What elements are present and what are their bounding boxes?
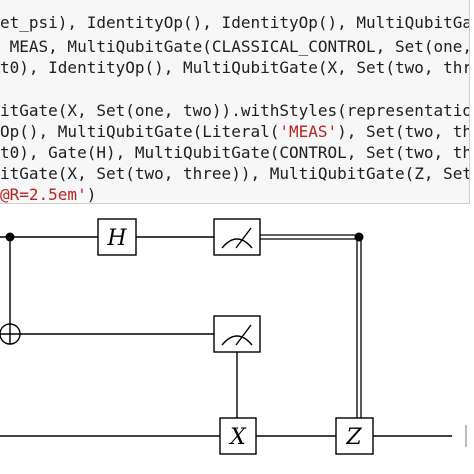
code-text: ), Set(two, thre xyxy=(337,122,469,141)
code-text: Op(), MultiQubitGate(Literal( xyxy=(0,122,280,141)
code-string: 'MEAS' xyxy=(279,122,338,141)
h-gate xyxy=(97,218,137,256)
code-line-9: @R=2.5em') xyxy=(0,185,97,204)
code-string: @R=2.5em' xyxy=(0,185,87,204)
scroll-edge-marker xyxy=(465,425,467,447)
control-dot-icon xyxy=(354,232,364,242)
h-gate-label: H xyxy=(106,226,127,251)
measurement-meter-icon xyxy=(213,315,261,353)
x-gate xyxy=(219,417,257,455)
code-line-7: t0), Gate(H), MultiQubitGate(CONTROL, Se… xyxy=(0,143,470,162)
z-gate xyxy=(335,417,374,455)
code-line-5: itGate(X, Set(one, two)).withStyles(repr… xyxy=(0,101,470,120)
code-line-3: t0), IdentityOp(), MultiQubitGate(X, Set… xyxy=(0,58,470,77)
x-gate-label: X xyxy=(228,425,247,450)
code-line-6: Op(), MultiQubitGate(Literal('MEAS'), Se… xyxy=(0,122,469,141)
code-line-8: itGate(X, Set(two, three)), MultiQubitGa… xyxy=(0,164,470,183)
measurement-meter-icon xyxy=(213,218,261,256)
code-text: ) xyxy=(86,185,97,204)
code-line-1: et_psi), IdentityOp(), IdentityOp(), Mul… xyxy=(0,13,470,32)
z-gate-label: Z xyxy=(345,425,362,450)
quantum-circuit-diagram: H X Z xyxy=(0,218,452,455)
code-cell[interactable]: et_psi), IdentityOp(), IdentityOp(), Mul… xyxy=(0,0,470,204)
cnot-target-icon xyxy=(0,323,21,345)
control-dot-icon xyxy=(5,232,15,242)
code-line-2: MEAS, MultiQubitGate(CLASSICAL_CONTROL, … xyxy=(0,37,470,56)
